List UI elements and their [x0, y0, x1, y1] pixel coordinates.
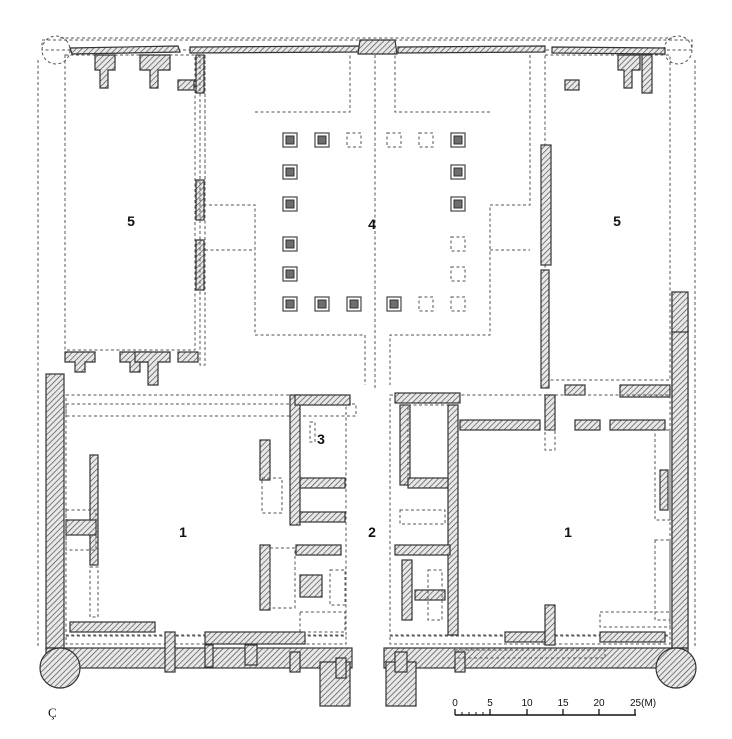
room-label-west-hall: 5 — [127, 213, 135, 229]
outer-enclosure — [37, 35, 696, 648]
courtyard-pillars — [282, 132, 466, 312]
room-label-south-west-room: 1 — [179, 524, 187, 540]
scale-tick-label: 0 — [452, 698, 458, 709]
scale-tick-label: 5 — [487, 698, 493, 709]
scale-tick-label: 20 — [593, 698, 605, 709]
courtyard-outline — [204, 55, 531, 390]
room-label-courtyard: 4 — [368, 216, 376, 232]
west-hall-structure — [64, 54, 206, 386]
east-hall-structure — [540, 54, 689, 398]
scale-tick-label: 25(M) — [630, 698, 656, 709]
figure-letter: Ç — [48, 705, 57, 720]
scale-tick-label: 10 — [521, 698, 533, 709]
room-label-east-hall: 5 — [613, 213, 621, 229]
scale-tick-label: 15 — [557, 698, 569, 709]
south-east-complex — [389, 392, 671, 673]
room-label-south-east-room: 1 — [564, 524, 572, 540]
scale-bar: 0 5 10 15 20 25(M) — [452, 698, 656, 716]
room-label-entrance-passage: 2 — [368, 524, 376, 540]
room-label-small-chamber: 3 — [317, 431, 325, 447]
south-west-complex — [65, 394, 357, 679]
